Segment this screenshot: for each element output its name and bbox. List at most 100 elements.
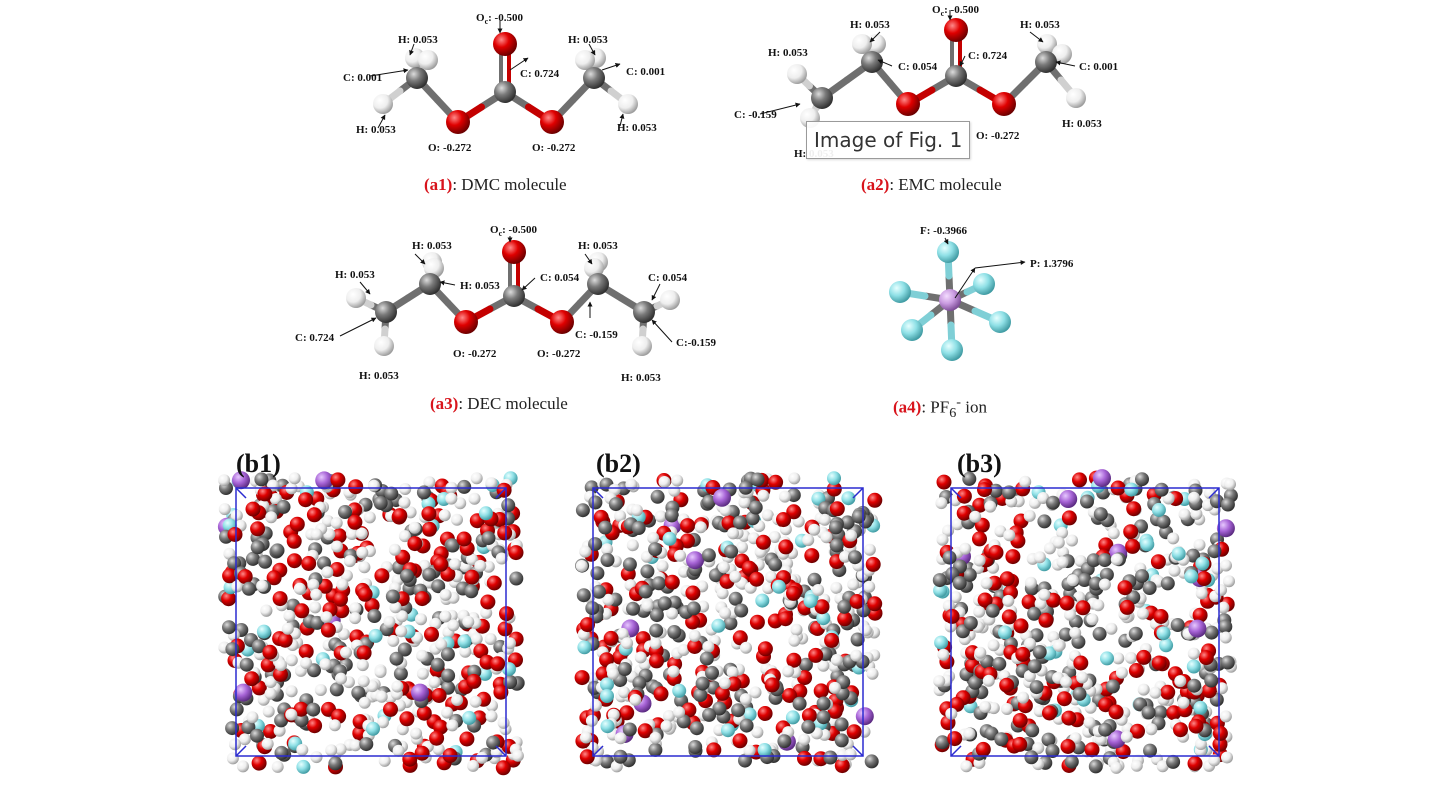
hydrogen-atom xyxy=(296,743,309,756)
hydrogen-atom xyxy=(349,739,362,752)
hydrogen-atom xyxy=(1136,607,1149,620)
box-edge xyxy=(592,487,604,499)
oxygen-atom xyxy=(383,701,398,717)
oxygen-atom xyxy=(999,571,1015,587)
hydrogen-atom xyxy=(626,539,639,552)
carbon-atom xyxy=(728,591,743,606)
caption-a4: (a4): PF6- ion xyxy=(893,394,987,422)
hydrogen-atom xyxy=(1033,551,1046,564)
atom-charge-label: C: 0.054 xyxy=(898,61,938,73)
oxygen-atom xyxy=(768,474,784,490)
hydrogen-atom xyxy=(1060,675,1073,688)
box-edge xyxy=(950,487,962,499)
carbon-atom xyxy=(968,675,983,690)
oxygen-atom xyxy=(1160,684,1176,700)
image-tooltip: Image of Fig. 1 xyxy=(806,121,971,159)
hydrogen-atom xyxy=(375,690,388,703)
carbon-atom xyxy=(306,702,321,717)
hydrogen-atom xyxy=(1215,682,1228,695)
panel-label-b3: (b3) xyxy=(957,449,1002,478)
carbon-atom xyxy=(962,471,977,486)
caption-a4-text-pre: : PF xyxy=(921,397,950,417)
hydrogen-atom xyxy=(374,666,387,678)
hydrogen-atom xyxy=(656,560,669,573)
hydrogen-atom xyxy=(446,719,459,732)
hydrogen-atom xyxy=(474,559,487,572)
hydrogen-atom xyxy=(448,558,461,571)
carbon-atom xyxy=(632,675,647,690)
oxygen-atom xyxy=(431,688,447,703)
hydrogen-atom xyxy=(398,496,411,509)
hydrogen-atom xyxy=(1168,564,1181,577)
caption-a2-text: : EMC molecule xyxy=(889,175,1002,194)
carbon-atom xyxy=(712,701,727,716)
carbon-atom xyxy=(734,603,749,618)
carbon-atom xyxy=(481,531,496,546)
atom-charge-label: H: 0.053 xyxy=(398,34,438,46)
lithium-atom xyxy=(855,707,874,726)
caption-a1-tag: (a1) xyxy=(424,175,453,194)
carbon-atom xyxy=(600,553,615,567)
hydrogen-atom xyxy=(740,641,752,654)
oxygen-atom xyxy=(797,750,812,766)
lithium-atom xyxy=(232,471,250,490)
hydrogen-atom xyxy=(1188,491,1200,504)
fluorine-atom xyxy=(1186,659,1201,674)
oxygen-atom xyxy=(1192,607,1208,623)
fluorine-atom xyxy=(1156,626,1171,641)
carbon-atom xyxy=(723,616,738,631)
hydrogen-atom xyxy=(751,726,764,739)
hydrogen-atom xyxy=(1162,492,1175,505)
caption-a1: (a1): DMC molecule xyxy=(424,175,567,195)
carbon-atom xyxy=(1154,482,1169,497)
carbon-atom xyxy=(807,572,822,587)
carbon-atom xyxy=(1088,576,1103,591)
hydrogen-atom xyxy=(408,521,421,534)
hydrogen-atom xyxy=(218,503,231,516)
hydrogen-atom xyxy=(357,675,370,688)
hydrogen-atom xyxy=(787,64,807,84)
oxygen-atom xyxy=(257,486,273,502)
hydrogen-atom xyxy=(1003,529,1016,542)
hydrogen-atom xyxy=(336,578,349,591)
hydrogen-atom xyxy=(688,629,701,642)
hydrogen-atom xyxy=(392,744,405,757)
atom-charge-label: H: 0.053 xyxy=(1062,118,1102,130)
hydrogen-atom xyxy=(614,510,627,522)
hydrogen-atom xyxy=(1069,626,1082,639)
hydrogen-atom xyxy=(231,580,244,593)
hydrogen-atom xyxy=(667,665,680,678)
hydrogen-atom xyxy=(1001,703,1013,715)
hydrogen-atom xyxy=(1086,613,1099,626)
panel-label-b2: (b2) xyxy=(596,449,641,478)
carbon-atom xyxy=(598,520,613,535)
carbon-atom xyxy=(724,544,739,559)
oxygen-atom xyxy=(293,701,309,717)
carbon-atom xyxy=(245,551,260,566)
periodic-box-frame xyxy=(235,487,507,757)
carbon-atom xyxy=(1072,686,1087,701)
hydrogen-atom xyxy=(293,582,306,595)
carbon-atom xyxy=(1204,625,1219,640)
fluorine-atom xyxy=(941,339,963,361)
carbon-atom xyxy=(617,662,632,676)
hydrogen-atom xyxy=(933,675,946,688)
arrow xyxy=(509,57,529,71)
carbon-atom xyxy=(1204,673,1219,688)
hydrogen-atom xyxy=(237,760,249,773)
carbon-atom xyxy=(699,651,714,666)
oxygen-atom xyxy=(849,594,865,609)
oxygen-atom xyxy=(826,481,842,497)
oxygen-atom xyxy=(757,641,773,657)
oxygen-atom xyxy=(277,632,293,648)
atom-charge-label: C: 0.724 xyxy=(968,50,1008,62)
carbon-atom xyxy=(994,732,1009,747)
atom-charge-label: H: 0.053 xyxy=(460,280,500,292)
hydrogen-atom xyxy=(830,653,843,666)
oxygen-atom xyxy=(778,539,794,555)
fluorine-atom xyxy=(1100,651,1114,666)
atom-charge-label: O: -0.272 xyxy=(532,142,576,154)
oxygen-atom xyxy=(456,531,472,547)
